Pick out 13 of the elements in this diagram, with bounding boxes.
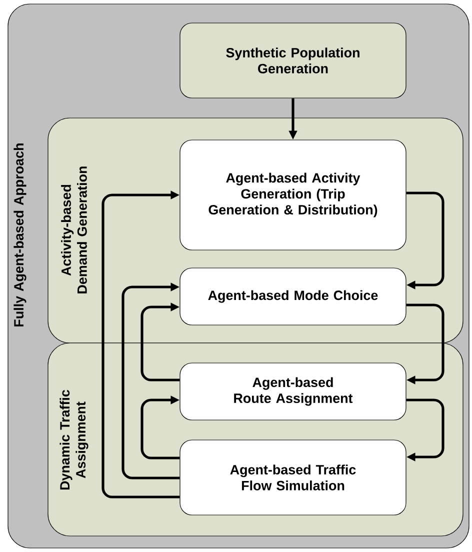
process-box: Agent-based Route Assignment bbox=[180, 362, 406, 420]
process-box: Agent-based Mode Choice bbox=[180, 268, 406, 326]
arrow bbox=[122, 282, 180, 480]
arrow bbox=[406, 192, 444, 290]
arrow bbox=[406, 304, 444, 384]
process-box: Agent-based Traffic Flow Simulation bbox=[180, 440, 406, 516]
process-box: Synthetic Population Generation bbox=[180, 22, 406, 98]
arrow bbox=[140, 302, 180, 382]
arrow bbox=[140, 396, 180, 460]
arrow bbox=[406, 398, 444, 462]
arrow bbox=[102, 190, 180, 498]
node-label: Activity-based Demand Generation bbox=[61, 166, 87, 294]
process-box: Agent-based Activity Generation (Trip Generation & Distribution) bbox=[180, 140, 406, 250]
